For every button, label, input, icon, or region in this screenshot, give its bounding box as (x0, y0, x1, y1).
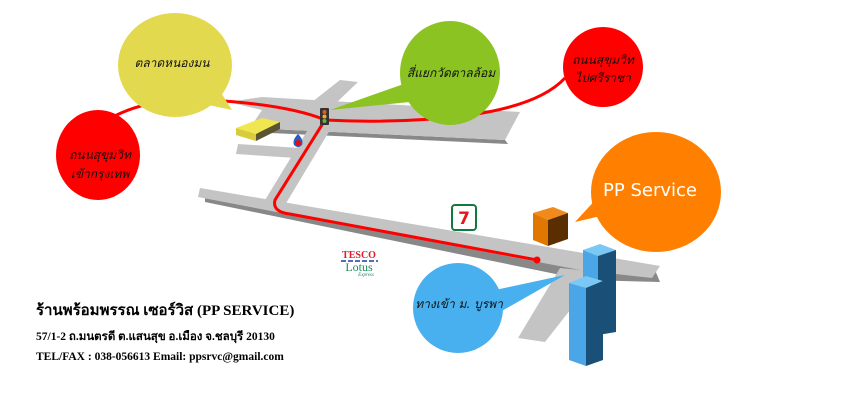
label-sukhumvit-bangkok-1: ถนนสุขุมวิท (69, 148, 132, 163)
label-sukhumvit-sriracha-2: ไปศรีราชา (575, 71, 632, 85)
bubble-burapha-entrance: ทางเข้า ม. บูรพา (413, 263, 565, 353)
shop-name: ร้านพร้อมพรรณ เซอร์วิส (PP SERVICE) (36, 303, 295, 319)
burapha-university-buildings (569, 244, 616, 366)
bubble-pp-service: PP Service (575, 132, 721, 252)
road-main-lower (198, 188, 660, 278)
label-burapha-entrance: ทางเข้า ม. บูรพา (415, 297, 504, 312)
roads (198, 80, 660, 342)
road-side-small (236, 144, 300, 158)
road-sukhumvit (228, 97, 520, 140)
label-nongmon-market: ตลาดหนองมน (135, 56, 211, 70)
label-pp-service: PP Service (603, 180, 697, 201)
lotus-text: Lotus (345, 260, 373, 274)
bubble-sukhumvit-sriracha: ถนนสุขุมวิท ไปศรีราชา (563, 27, 643, 107)
tesco-lotus-logo: TESCO Lotus Express (341, 250, 378, 278)
destination-dot (533, 256, 541, 264)
route-to-shop (273, 119, 538, 262)
shop-contact: TEL/FAX : 038-056613 Email: ppsrvc@gmail… (36, 351, 284, 363)
nongmon-market-building (236, 118, 280, 141)
seven-eleven-logo: 7 (451, 204, 477, 231)
label-sukhumvit-sriracha-1: ถนนสุขุมวิท (572, 53, 635, 68)
road-cross-north (312, 80, 358, 104)
label-watarnlom-intersection: สี่แยกวัดตาลล้อม (407, 64, 496, 80)
express-text: Express (357, 273, 374, 278)
ptt-gas-station-icon (293, 134, 303, 147)
seven-eleven-text: 7 (458, 209, 470, 229)
bubble-nongmon-market: ตลาดหนองมน (118, 13, 232, 117)
shop-address: 57/1-2 ถ.มนตรดี ต.แสนสุข อ.เมือง จ.ชลบุร… (36, 331, 275, 343)
bubble-watarnlom-intersection: สี่แยกวัดตาลล้อม (330, 21, 500, 125)
traffic-light-icon (320, 108, 329, 125)
tesco-text: TESCO (342, 250, 376, 261)
label-sukhumvit-bangkok-2: เข้ากรุงเทพ (71, 167, 131, 182)
pp-service-shop-cube (533, 207, 568, 246)
bubble-sukhumvit-bangkok: ถนนสุขุมวิท เข้ากรุงเทพ (56, 110, 140, 200)
